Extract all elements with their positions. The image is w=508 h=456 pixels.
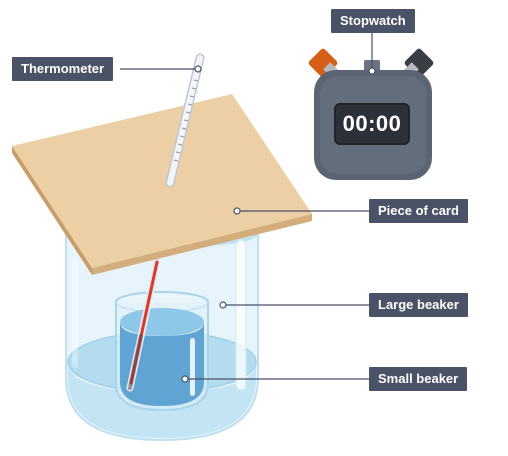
large-beaker-label: Large beaker bbox=[369, 293, 468, 317]
anchor-stopwatch bbox=[368, 67, 376, 75]
anchor-card bbox=[233, 207, 241, 215]
stopwatch-label: Stopwatch bbox=[331, 9, 415, 33]
stopwatch-display: 00:00 bbox=[342, 111, 402, 136]
piece-of-card bbox=[12, 94, 312, 275]
piece-of-card-label: Piece of card bbox=[369, 199, 468, 223]
stopwatch bbox=[308, 48, 434, 180]
small-beaker-label: Small beaker bbox=[369, 367, 468, 391]
anchor-thermometer bbox=[194, 65, 202, 73]
thermometer-upper bbox=[165, 53, 205, 188]
anchor-large-beaker bbox=[219, 301, 227, 309]
anchor-small-beaker bbox=[181, 375, 189, 383]
leader-lines bbox=[120, 33, 376, 383]
small-beaker bbox=[115, 291, 209, 412]
thermometer-lower bbox=[126, 258, 161, 392]
thermometer-label: Thermometer bbox=[12, 57, 114, 81]
